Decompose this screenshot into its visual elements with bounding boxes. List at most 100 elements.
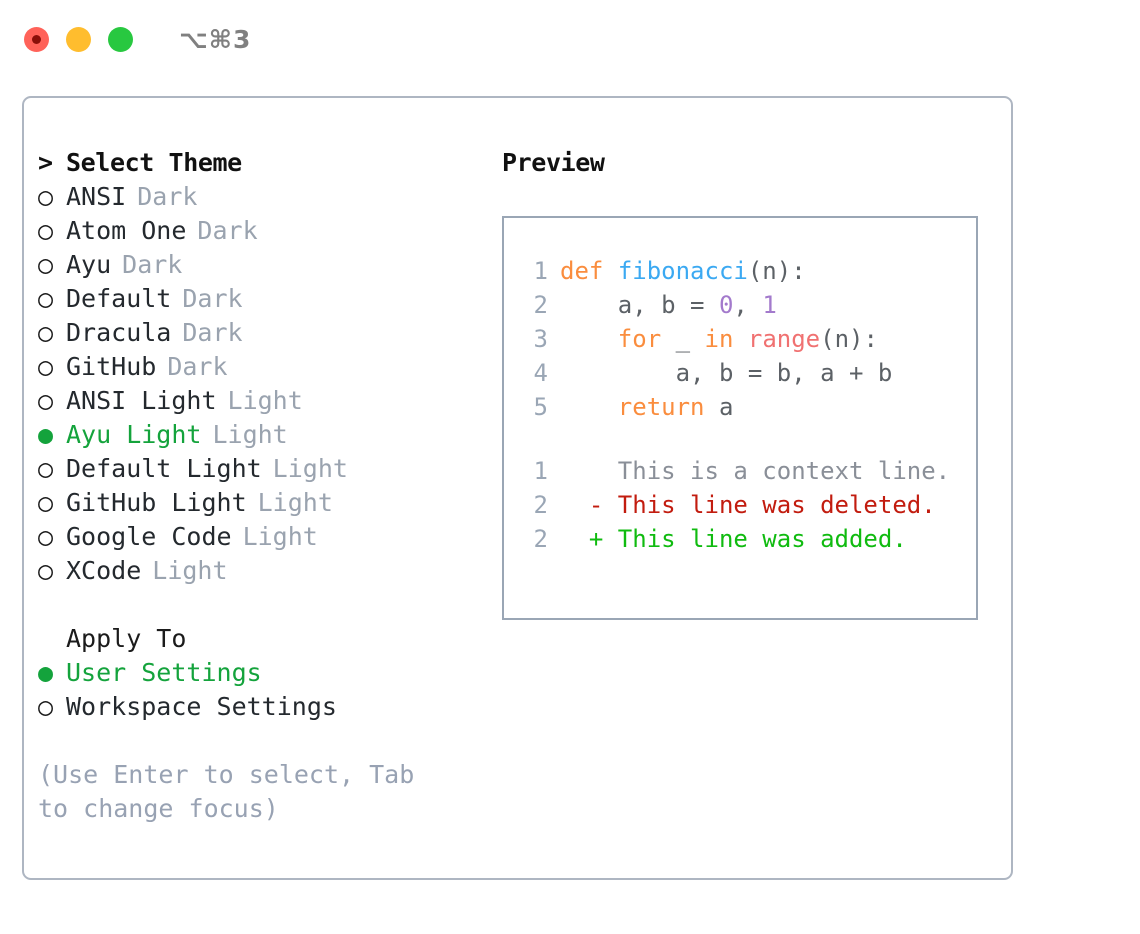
line-number: 4 [533, 359, 548, 387]
apply-to-label: Apply To [66, 624, 187, 653]
code-line: 2 a, b = 0, 1 [518, 288, 976, 322]
apply-to-options: ●User Settings○Workspace Settings [38, 656, 468, 724]
radio-unselected-icon[interactable]: ○ [38, 182, 54, 211]
diff-sign: + [560, 525, 618, 553]
code-token: fibonacci [617, 257, 748, 285]
code-text: def fibonacci(n): [560, 254, 806, 288]
code-line: 5 return a [518, 390, 976, 424]
preview-heading: Preview [502, 148, 605, 177]
radio-unselected-icon[interactable]: ○ [38, 454, 54, 483]
theme-list-item[interactable]: ○ GitHub Light Light [38, 486, 468, 520]
theme-variant-tag: Light [212, 420, 288, 449]
diff-sign [560, 454, 618, 488]
radio-unselected-icon[interactable]: ○ [38, 556, 54, 585]
code-text: for _ in range(n): [560, 322, 878, 356]
radio-unselected-icon[interactable]: ○ [38, 522, 54, 551]
radio-unselected-icon[interactable]: ○ [38, 488, 54, 517]
code-token: a, b = [560, 291, 719, 319]
code-token: (n): [820, 325, 878, 353]
code-text: a, b = 0, 1 [560, 288, 777, 322]
code-token: def [560, 257, 604, 285]
theme-name-label: Default [66, 284, 172, 313]
page-title: Select Theme [66, 148, 242, 177]
line-number: 1 [533, 457, 548, 485]
code-diff-separator [518, 424, 976, 454]
theme-variant-tag: Light [242, 522, 318, 551]
code-token [733, 325, 747, 353]
line-number: 1 [533, 257, 548, 285]
theme-name-label: Ayu [66, 250, 112, 279]
code-token: a [704, 393, 734, 421]
code-token: _ [661, 325, 705, 353]
theme-name-label: XCode [66, 556, 142, 585]
diff-sign: - [560, 491, 618, 519]
theme-name-label: GitHub [66, 352, 157, 381]
keyboard-shortcut-label: ⌥⌘3 [179, 24, 252, 54]
radio-unselected-icon[interactable]: ○ [38, 386, 54, 415]
line-number: 5 [533, 393, 548, 421]
radio-unselected-icon[interactable]: ○ [38, 216, 54, 245]
code-token: , [733, 291, 763, 319]
theme-variant-tag: Dark [182, 318, 243, 347]
radio-selected-icon[interactable]: ● [38, 658, 54, 687]
diff-line: 1 This is a context line. [518, 454, 976, 488]
theme-list-item[interactable]: ○ Ayu Dark [38, 248, 468, 282]
theme-list-item[interactable]: ○ Dracula Dark [38, 316, 468, 350]
theme-variant-tag: Light [227, 386, 303, 415]
code-token [603, 257, 617, 285]
code-line: 4 a, b = b, a + b [518, 356, 976, 390]
code-line: 1 def fibonacci(n): [518, 254, 976, 288]
apply-to-marker-spacer: ○ [38, 622, 66, 656]
theme-variant-tag: Dark [122, 250, 183, 279]
select-theme-heading: > Select Theme [38, 146, 468, 180]
line-number: 2 [533, 291, 548, 319]
theme-list-item[interactable]: ○ Google Code Light [38, 520, 468, 554]
radio-unselected-icon[interactable]: ○ [38, 692, 54, 721]
line-number: 2 [533, 491, 548, 519]
minimize-button[interactable] [66, 26, 91, 52]
diff-text: This line was added. [617, 525, 907, 553]
diff-sample: 1 This is a context line. 2 - This line w… [518, 454, 976, 556]
radio-unselected-icon[interactable]: ○ [38, 284, 54, 313]
theme-name-label: GitHub Light [66, 488, 247, 517]
theme-list-item[interactable]: ○ XCode Light [38, 554, 468, 588]
theme-list-item[interactable]: ○ ANSI Light Light [38, 384, 468, 418]
radio-unselected-icon[interactable]: ○ [38, 318, 54, 347]
diff-line: 2 + This line was added. [518, 522, 976, 556]
theme-variant-tag: Light [152, 556, 228, 585]
code-line: 3 for _ in range(n): [518, 322, 976, 356]
line-number: 3 [533, 325, 548, 353]
code-token [560, 393, 618, 421]
apply-to-option[interactable]: ○Workspace Settings [38, 690, 468, 724]
diff-text: This is a context line. [617, 457, 951, 485]
code-token: (n): [747, 257, 806, 285]
theme-variant-tag: Light [257, 488, 333, 517]
maximize-button[interactable] [108, 26, 133, 52]
theme-name-label: Google Code [66, 522, 232, 551]
theme-variant-tag: Dark [197, 216, 258, 245]
code-token: 1 [762, 291, 777, 319]
radio-selected-icon[interactable]: ● [38, 420, 54, 449]
radio-unselected-icon[interactable]: ○ [38, 352, 54, 381]
theme-name-label: Dracula [66, 318, 172, 347]
theme-variant-tag: Dark [137, 182, 198, 211]
code-token: in [704, 325, 734, 353]
title-bar: ⌥⌘3 [0, 0, 1140, 78]
apply-to-option[interactable]: ●User Settings [38, 656, 468, 690]
close-button[interactable] [24, 26, 49, 52]
recording-dot-icon [32, 34, 41, 44]
diff-text: This line was deleted. [617, 491, 936, 519]
theme-name-label: ANSI Light [66, 386, 217, 415]
radio-unselected-icon[interactable]: ○ [38, 250, 54, 279]
keyboard-hint-text: (Use Enter to select, Tab to change focu… [38, 760, 430, 823]
